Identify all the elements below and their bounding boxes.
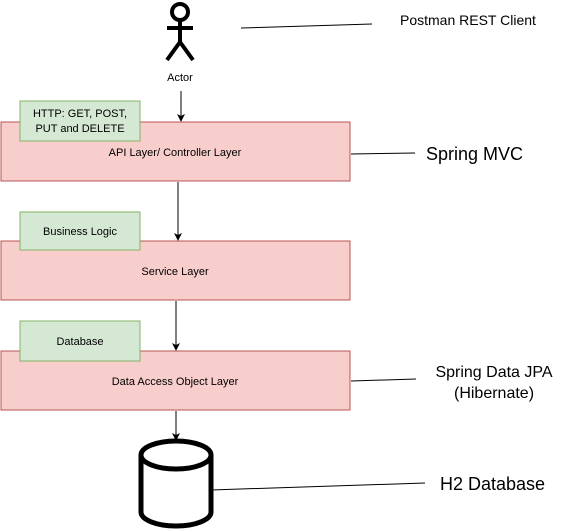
spring-data-jpa-line2: (Hibernate) [454, 385, 534, 402]
actor-label: Actor [167, 72, 193, 84]
service-layer-label: Service Layer [141, 266, 209, 278]
database-note [19, 320, 141, 362]
http-methods-note [19, 100, 141, 142]
spring-mvc-connector [350, 152, 416, 155]
spring-data-jpa-line1: Spring Data JPA [435, 364, 552, 381]
actor-icon [165, 2, 195, 62]
postman-connector [240, 23, 373, 29]
api-layer-label: API Layer/ Controller Layer [109, 147, 242, 159]
database-note-label: Database [56, 336, 103, 348]
http-methods-line2: PUT and DELETE [35, 123, 124, 135]
postman-annotation: Postman REST Client [400, 12, 536, 28]
service-layer-box [0, 240, 351, 301]
business-logic-label: Business Logic [43, 226, 117, 238]
h2-database-connector [210, 482, 426, 491]
spring-data-jpa-connector [350, 378, 417, 382]
h2-database-annotation: H2 Database [440, 474, 545, 494]
business-logic-note [19, 211, 141, 251]
dao-layer-label: Data Access Object Layer [112, 376, 239, 388]
spring-mvc-annotation: Spring MVC [426, 144, 523, 164]
cylinder-database-icon [138, 438, 214, 529]
http-methods-line1: HTTP: GET, POST, [33, 108, 127, 120]
